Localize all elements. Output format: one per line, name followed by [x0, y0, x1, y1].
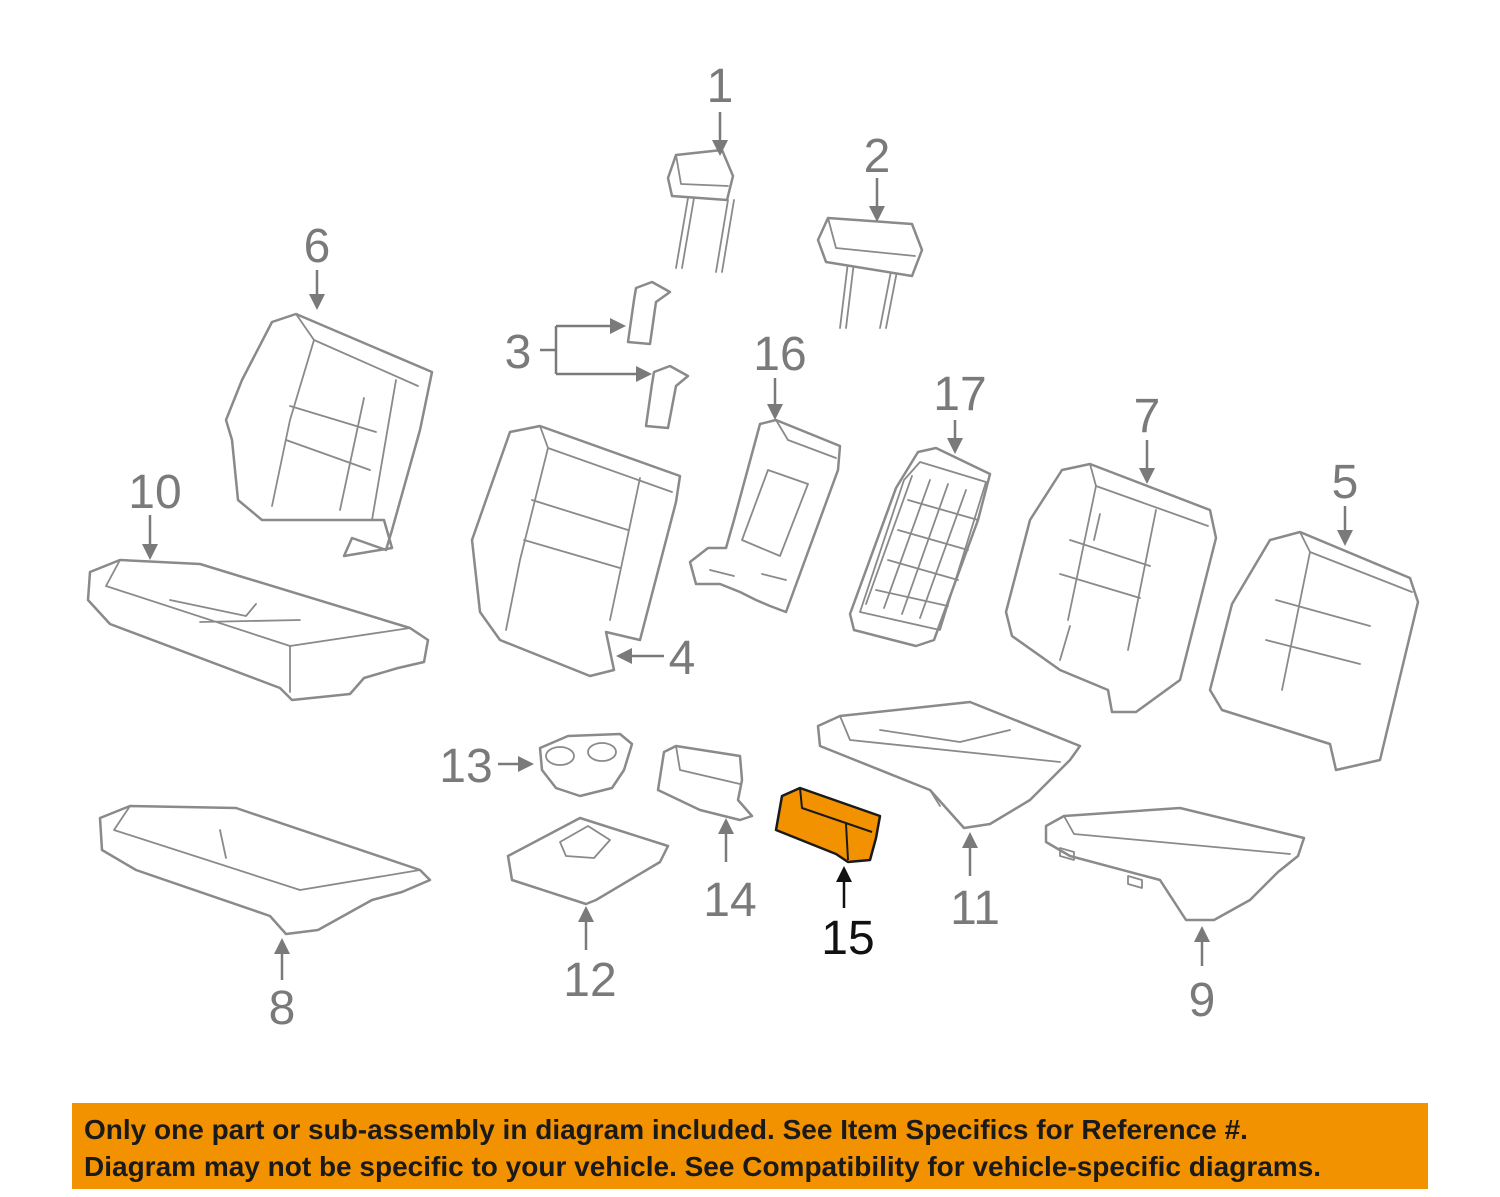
- callout-10: 10: [128, 466, 181, 519]
- callout-numbers: 1 2 3 4 5 6 7 8 9 10 11 12 13 14 15 16 1…: [128, 60, 1358, 1035]
- callout-17: 17: [933, 368, 986, 421]
- part-6-seatback: [224, 312, 434, 558]
- callout-15: 15: [821, 912, 874, 965]
- part-9-seat-cushion: [1044, 806, 1306, 922]
- callout-3: 3: [505, 326, 532, 379]
- part-15-armrest-bracket: [774, 786, 882, 864]
- callout-4: 4: [669, 632, 696, 685]
- part-7-seatback: [1004, 462, 1218, 714]
- parts-diagram: 1 2 3 4 5 6 7 8 9 10 11 12 13 14 15 16 1…: [86, 60, 1420, 1035]
- callout-14: 14: [703, 874, 756, 927]
- part-3-headrest-guides: [626, 280, 690, 430]
- callout-6: 6: [304, 220, 331, 273]
- part-8-seat-cushion: [98, 804, 432, 936]
- disclaimer-line-1: Only one part or sub-assembly in diagram…: [84, 1114, 1248, 1145]
- part-5-seatback: [1208, 530, 1420, 772]
- callout-2: 2: [864, 130, 891, 183]
- part-16-armrest-panel: [688, 418, 842, 614]
- callout-13: 13: [439, 740, 492, 793]
- callout-11: 11: [950, 882, 1000, 935]
- part-17-grille-panel: [848, 446, 992, 648]
- callout-9: 9: [1189, 974, 1216, 1027]
- part-4-seatback: [470, 424, 682, 678]
- part-12-base-panel: [506, 816, 670, 906]
- part-11-seat-cushion: [816, 700, 1082, 830]
- callout-12: 12: [563, 954, 616, 1007]
- callout-1: 1: [707, 60, 734, 113]
- callout-16: 16: [753, 328, 806, 381]
- part-14-trim-cover: [656, 744, 754, 822]
- part-13-cup-holder: [538, 732, 634, 798]
- part-1-headrest: [666, 148, 735, 273]
- part-10-seat-cushion: [86, 558, 430, 702]
- callout-7: 7: [1134, 390, 1161, 443]
- callout-8: 8: [269, 982, 296, 1035]
- callout-5: 5: [1332, 456, 1359, 509]
- leader-lines: [142, 112, 1353, 980]
- disclaimer-line-2: Diagram may not be specific to your vehi…: [84, 1151, 1322, 1182]
- part-2-headrest: [816, 216, 924, 329]
- disclaimer-banner: Only one part or sub-assembly in diagram…: [72, 1103, 1428, 1189]
